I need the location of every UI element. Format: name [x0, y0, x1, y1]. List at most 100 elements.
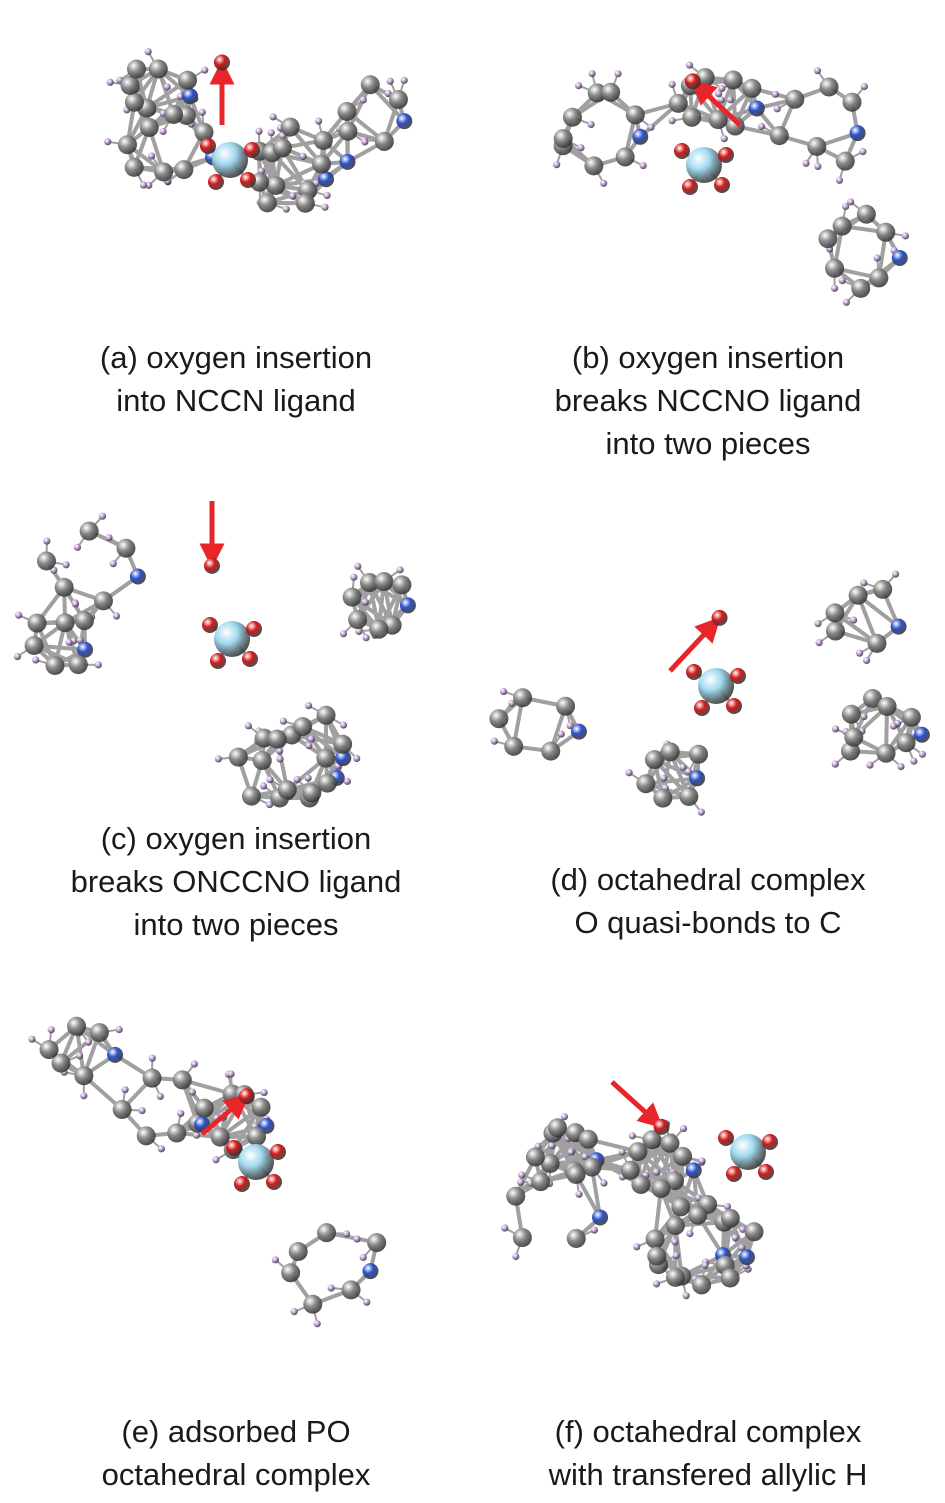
hydrogen-atom — [307, 735, 315, 743]
atom-group — [489, 570, 930, 816]
carbon-atom — [742, 78, 762, 98]
oxygen-atom — [200, 138, 216, 154]
hydrogen-atom — [600, 179, 608, 187]
carbon-atom — [337, 101, 357, 121]
hydrogen-atom — [718, 84, 726, 93]
carbon-atom — [257, 193, 277, 213]
carbon-atom — [582, 1157, 602, 1177]
hydrogen-atom — [842, 298, 850, 306]
caption-d-line-1: (d) octahedral complex — [550, 862, 866, 897]
carbon-atom — [825, 258, 845, 278]
carbon-atom — [867, 633, 887, 653]
hydrogen-atom — [15, 611, 23, 619]
red-arrow-icon — [200, 1093, 250, 1136]
carbon-atom — [671, 1197, 691, 1217]
hydrogen-atom — [105, 534, 113, 542]
hydrogen-atom — [359, 96, 367, 104]
carbon-atom — [615, 147, 635, 167]
nitrogen-atom — [849, 125, 866, 142]
carbon-atom — [139, 117, 159, 137]
carbon-atom — [506, 1186, 526, 1206]
carbon-atom — [825, 603, 845, 623]
carbon-atom — [673, 1146, 693, 1166]
hydrogen-atom — [28, 1035, 36, 1043]
hydrogen-atom — [279, 717, 287, 725]
hydrogen-atom — [814, 619, 822, 628]
caption-b: (b) oxygen insertion breaks NCCNO ligand… — [472, 336, 944, 465]
hydrogen-atom — [682, 1292, 690, 1300]
oxygen-atom — [240, 172, 256, 188]
carbon-atom — [272, 138, 292, 158]
hydrogen-atom — [738, 1243, 746, 1252]
hydrogen-atom — [614, 70, 622, 78]
hydrogen-atom — [201, 66, 209, 74]
oxygen-atom — [244, 142, 260, 158]
metal-atom — [698, 668, 734, 704]
hydrogen-atom — [842, 202, 850, 211]
hydrogen-atom — [679, 1124, 688, 1133]
hydrogen-atom — [188, 1088, 196, 1096]
caption-a-line-2: into NCCN ligand — [116, 383, 356, 418]
carbon-atom — [302, 783, 322, 803]
caption-e-line-2: octahedral complex — [101, 1457, 371, 1492]
hydrogen-atom — [305, 742, 313, 750]
hydrogen-atom — [276, 755, 284, 763]
panel-b: (b) oxygen insertion breaks NCCNO ligand… — [472, 0, 944, 501]
hydrogen-atom — [633, 1243, 641, 1251]
hydrogen-atom — [892, 570, 900, 578]
hydrogen-atom — [353, 754, 361, 763]
hydrogen-atom — [860, 712, 868, 721]
oxygen-atom — [762, 1134, 778, 1150]
nitrogen-atom — [632, 128, 649, 145]
hydrogen-atom — [355, 627, 363, 636]
hydrogen-atom — [313, 1320, 321, 1328]
carbon-atom — [392, 575, 412, 595]
panel-a: (a) oxygen insertion into NCCN ligand — [0, 0, 472, 501]
carbon-atom — [74, 1066, 94, 1086]
caption-b-line-1: (b) oxygen insertion — [571, 340, 845, 375]
hydrogen-atom — [577, 144, 585, 152]
carbon-atom — [148, 59, 168, 79]
caption-b-line-2: breaks NCCNO ligand — [554, 383, 862, 418]
carbon-atom — [117, 135, 137, 155]
hydrogen-atom — [518, 1171, 526, 1179]
carbon-atom — [338, 121, 358, 141]
carbon-atom — [126, 59, 146, 79]
carbon-atom — [841, 704, 861, 724]
hydrogen-atom — [889, 722, 898, 730]
hydrogen-atom — [860, 82, 868, 91]
oxygen-atom — [694, 700, 710, 716]
hydrogen-atom — [293, 775, 301, 784]
hydrogen-atom — [214, 755, 223, 763]
carbon-atom — [194, 122, 214, 142]
carbon-atom — [374, 131, 394, 151]
carbon-atom — [36, 551, 56, 571]
hydrogen-atom — [652, 1168, 661, 1176]
nitrogen-atom — [107, 1046, 124, 1063]
hydrogen-atom — [304, 774, 312, 782]
nitrogen-atom — [339, 153, 356, 170]
hydrogen-atom — [198, 108, 206, 116]
hydrogen-atom — [672, 1251, 680, 1260]
oxygen-atom — [208, 174, 224, 190]
carbon-atom — [39, 1040, 59, 1060]
hydrogen-atom — [715, 90, 723, 98]
carbon-atom — [848, 585, 868, 605]
nitrogen-atom — [738, 1249, 755, 1266]
hydrogen-atom — [289, 192, 297, 200]
carbon-atom — [665, 1267, 685, 1287]
carbon-atom — [578, 1129, 598, 1149]
hydrogen-atom — [835, 176, 844, 184]
molecule-model-e — [28, 1016, 387, 1328]
carbon-atom — [587, 83, 607, 103]
hydrogen-atom — [362, 634, 370, 642]
carbon-atom — [689, 744, 709, 764]
hydrogen-atom — [121, 1086, 129, 1094]
carbon-atom — [531, 1172, 551, 1192]
hydrogen-atom — [720, 135, 728, 143]
carbon-atom — [116, 538, 136, 558]
hydrogen-atom — [831, 725, 840, 733]
hydrogen-atom — [65, 638, 73, 646]
carbon-atom — [876, 222, 896, 242]
caption-a: (a) oxygen insertion into NCCN ligand — [0, 336, 472, 422]
